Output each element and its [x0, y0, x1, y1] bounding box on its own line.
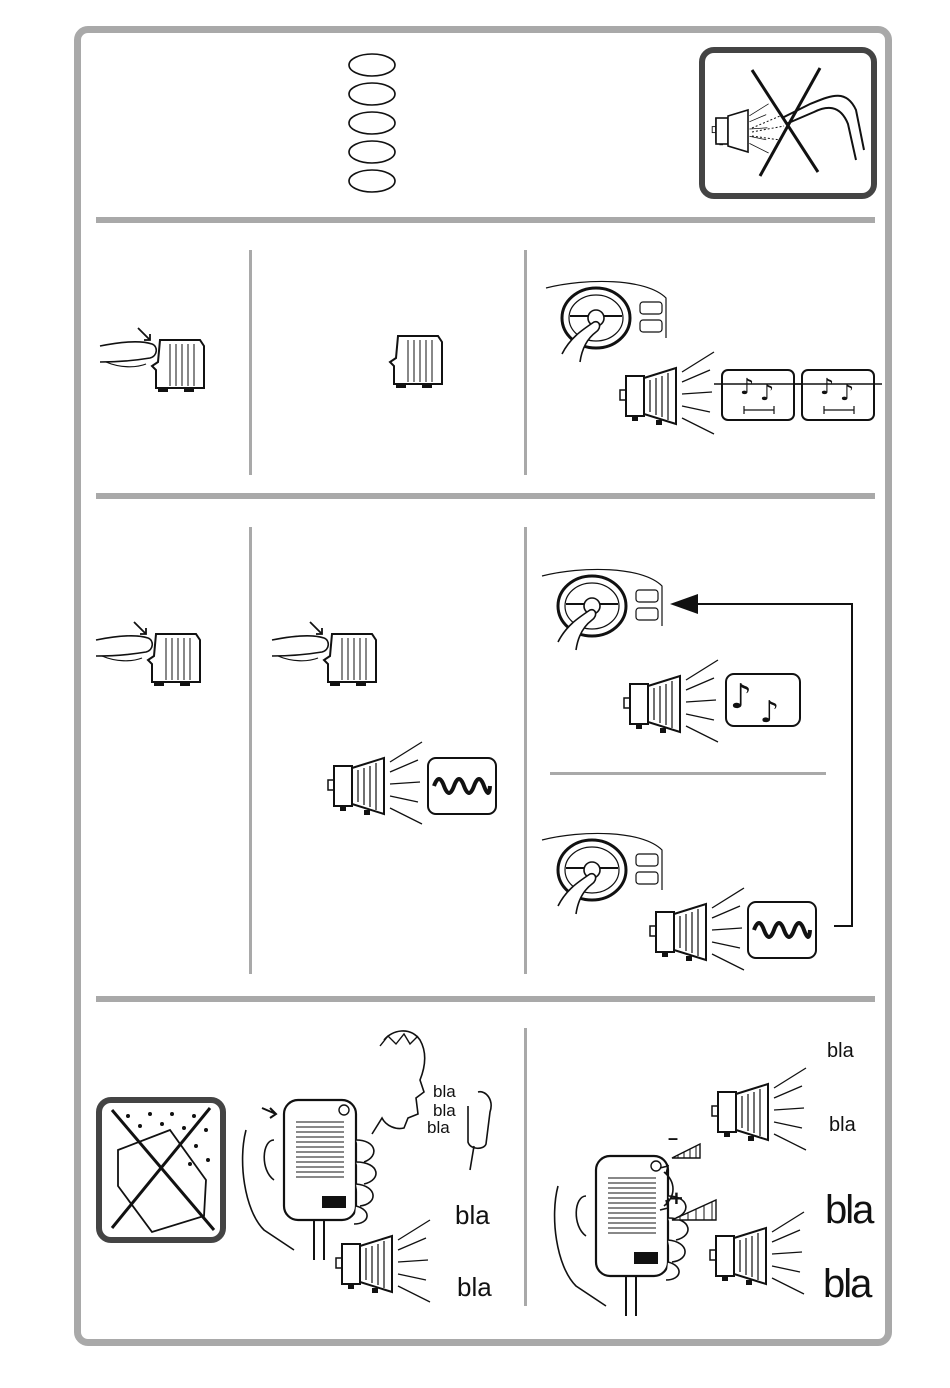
volume-decrease-label: –: [668, 1128, 678, 1149]
horn-wheel-press-3: [542, 833, 816, 970]
language-selector: [349, 54, 395, 192]
svg-text:♪: ♪: [730, 677, 752, 717]
speaker-loud: [710, 1212, 804, 1294]
speaker-left-text-top: bla: [455, 1200, 490, 1231]
siren-wave-output: [328, 742, 496, 824]
microphone-right: [555, 1156, 688, 1316]
return-arrow: [670, 594, 852, 926]
horn-wheel-press-1: [546, 281, 882, 434]
no-rain-icon: [99, 1100, 223, 1240]
speech-text-1: bla: [433, 1082, 456, 1102]
speaker-quiet: [712, 1068, 806, 1150]
press-control-box-1: [100, 328, 204, 392]
speaker-loud-text-bottom: bla: [823, 1262, 870, 1307]
no-pressure-wash-icon: [702, 50, 874, 196]
control-box-idle: [390, 336, 442, 388]
speaker-left: [336, 1220, 430, 1302]
press-control-box-3: [272, 622, 376, 686]
volume-increase-label: +: [670, 1186, 683, 1212]
microphone-left: [243, 1100, 376, 1260]
speaker-loud-text-top: bla: [825, 1188, 872, 1233]
svg-text:♪: ♪: [760, 695, 779, 730]
horn-wheel-press-2: ♪ ♪: [542, 569, 800, 742]
press-control-box-2: [96, 622, 200, 686]
speaker-quiet-text-bottom: bla: [829, 1114, 856, 1137]
speaker-quiet-text-top: bla: [827, 1040, 854, 1063]
speaker-left-text-bottom: bla: [457, 1272, 492, 1303]
speech-text-3: bla: [427, 1118, 450, 1138]
speaking-person: [372, 1031, 491, 1170]
ptt-arrow-icon: [262, 1108, 276, 1118]
